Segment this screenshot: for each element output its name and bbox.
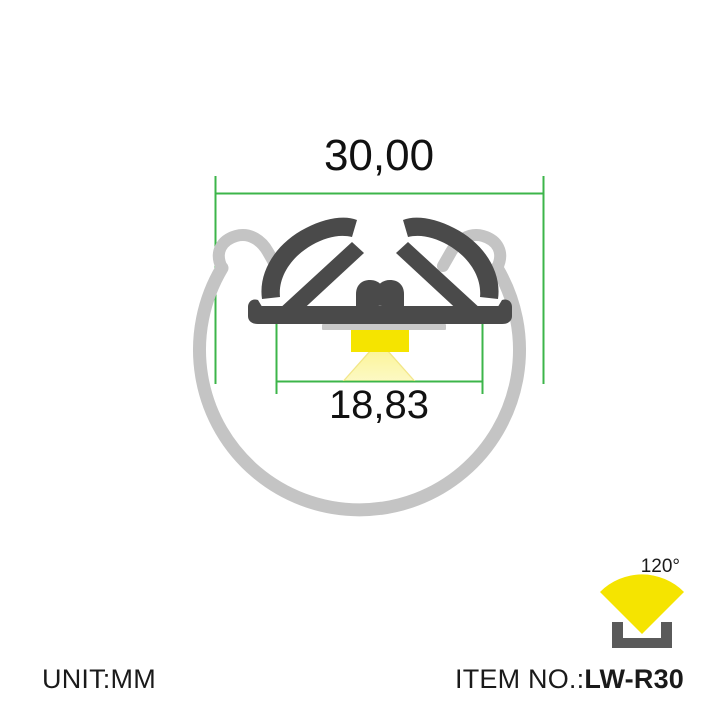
profile-left-inner-web xyxy=(278,242,364,316)
profile-right-outer-arm xyxy=(403,217,499,299)
pcb-strip xyxy=(322,324,446,330)
dimension-1883-label: 18,83 xyxy=(328,383,430,427)
beam-cone-shape xyxy=(600,574,684,634)
profile-left-foot xyxy=(248,299,278,324)
profile-right-foot xyxy=(482,299,512,324)
led-chip xyxy=(351,330,409,352)
dimension-1883-group xyxy=(275,324,484,394)
light-beam-cone xyxy=(342,343,416,381)
item-number-value: LW-R30 xyxy=(584,664,684,694)
profile-left-outer-arm xyxy=(261,217,357,299)
item-number-prefix: ITEM NO.: xyxy=(455,664,585,694)
beam-angle-label: 120° xyxy=(640,556,680,577)
profile-center-clip-right xyxy=(376,280,404,306)
dimension-30-label: 30,00 xyxy=(323,131,435,180)
aluminium-profile xyxy=(248,217,512,324)
profile-right-inner-web xyxy=(396,242,482,316)
unit-label: UNIT:MM xyxy=(42,664,156,694)
item-number-label: ITEM NO.:LW-R30 xyxy=(455,664,684,695)
beam-angle-icon xyxy=(600,574,684,648)
profile-base-plate xyxy=(258,306,502,324)
beam-channel-shape xyxy=(612,622,672,648)
